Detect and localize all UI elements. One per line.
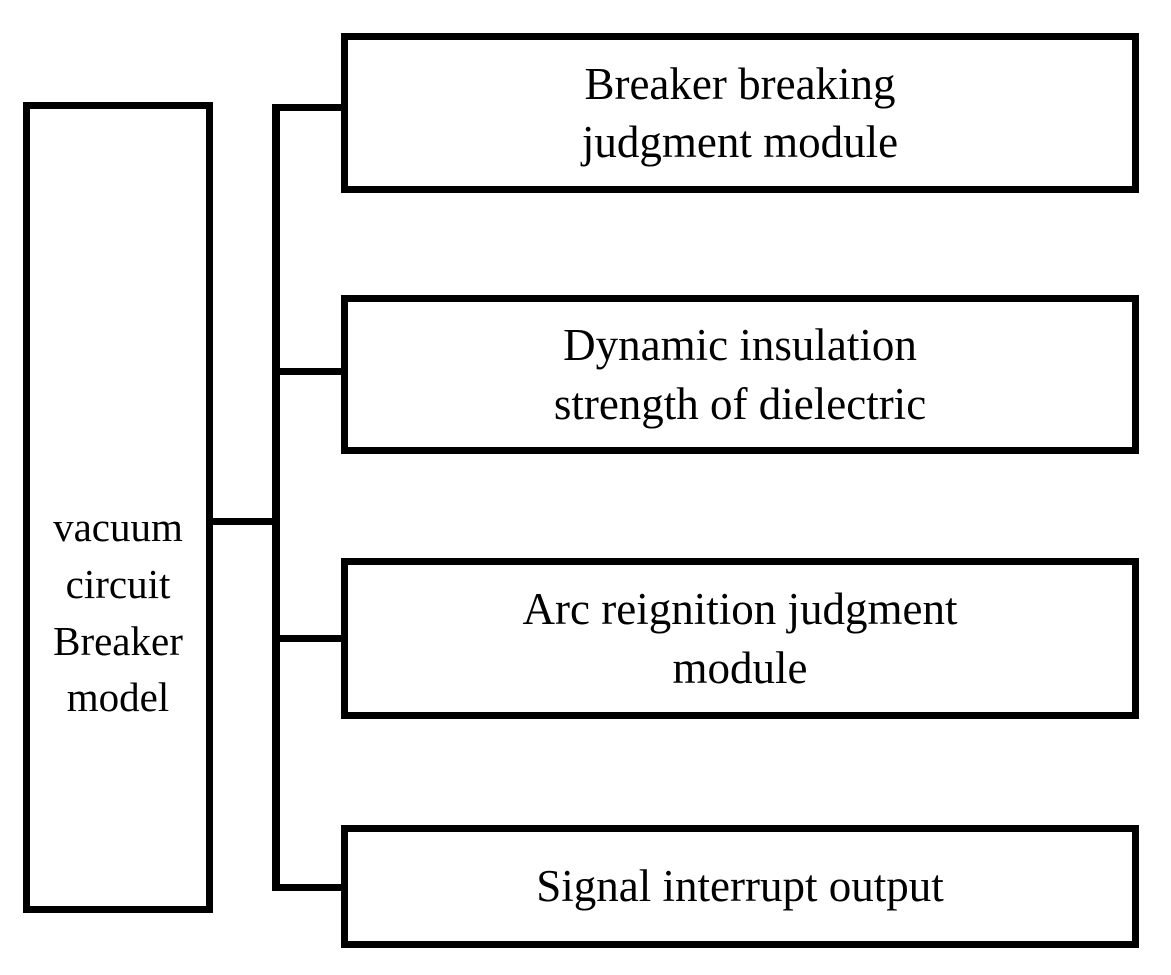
module-node-arc-reignition-judgment[interactable]: Arc reignition judgment module (341, 558, 1139, 719)
module-node-dynamic-insulation-strength[interactable]: Dynamic insulation strength of dielectri… (341, 295, 1139, 454)
module-node-signal-interrupt-output[interactable]: Signal interrupt output (341, 825, 1139, 948)
connector-root-to-trunk (206, 518, 278, 525)
connector-trunk-to-module-0 (274, 104, 344, 111)
root-node-vacuum-circuit-breaker-model[interactable]: vacuum circuit Breaker model (23, 102, 213, 913)
connector-trunk-to-module-3 (274, 884, 344, 891)
module-node-breaker-breaking-judgment[interactable]: Breaker breaking judgment module (341, 33, 1139, 193)
connector-trunk-to-module-2 (274, 635, 344, 642)
connector-trunk-spine (272, 104, 280, 891)
connector-trunk-to-module-1 (274, 368, 344, 375)
